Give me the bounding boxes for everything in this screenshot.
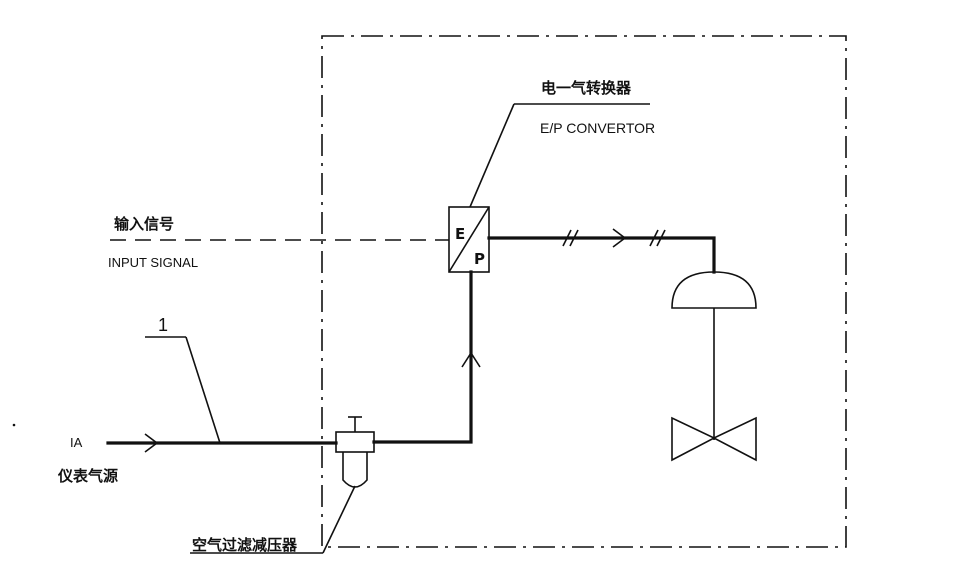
ep-convertor-diagonal [448, 206, 490, 273]
tick-2a [649, 229, 659, 247]
filter-bowl [342, 452, 368, 488]
tick-1b [569, 229, 579, 247]
ep-letter-e: E [455, 225, 465, 243]
pneumatic-signal-ticks [562, 229, 666, 247]
output-arrow [612, 228, 627, 248]
air-filter-regulator [335, 416, 375, 488]
ep-leader-line [469, 103, 515, 208]
ia-label-cn: 仪表气源 [57, 467, 118, 485]
ep-letter-p: P [474, 250, 485, 268]
diaphragm-actuator [671, 271, 757, 309]
filter-regulator-label-cn: 空气过滤减压器 [192, 536, 298, 554]
ep-convertor: E P [448, 206, 490, 273]
supply-to-ep-pipe [372, 270, 473, 444]
output-pneumatic-line [487, 236, 716, 274]
stray-dot [12, 423, 16, 427]
regulator-body [335, 431, 375, 453]
filter-leader-line [322, 485, 356, 554]
ep-label-cn: 电一气转换器 [541, 79, 632, 97]
ep-label-en: E/P CONVERTOR [540, 120, 655, 136]
valve-body [671, 416, 757, 462]
control-valve [671, 271, 757, 462]
package-boundary [321, 35, 847, 548]
input-signal-label-cn: 输入信号 [114, 215, 174, 233]
tick-2b [656, 229, 666, 247]
ia-label-en: IA [70, 435, 83, 450]
input-signal-label-en: INPUT SIGNAL [108, 255, 198, 270]
tick-1a [562, 229, 572, 247]
supply-to-ep-arrow [461, 351, 481, 368]
ia-supply-arrow [144, 433, 159, 453]
line-number-leader [185, 336, 221, 444]
line-number-label: 1 [158, 315, 168, 335]
